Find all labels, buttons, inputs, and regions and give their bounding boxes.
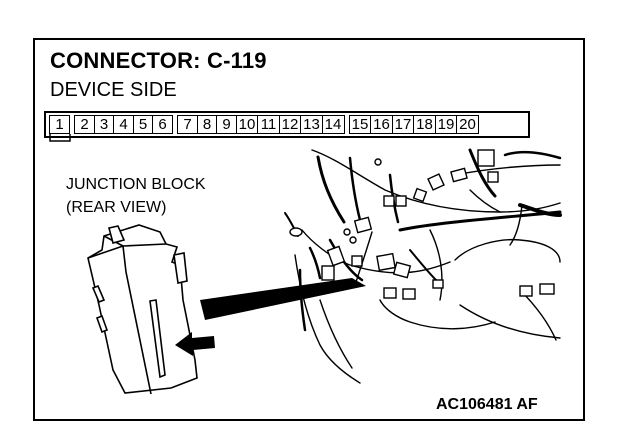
pointer-arrow-icon [175, 332, 215, 356]
connector-pin-12: 12 [278, 115, 302, 134]
leader-wedge [200, 278, 366, 320]
connector-pin-19: 19 [434, 115, 458, 134]
connector-key-tab [49, 134, 71, 142]
junction-block-illustration [87, 224, 198, 395]
figure-code: AC106481 AF [436, 396, 538, 413]
connector-pin-15: 15 [348, 115, 372, 134]
wiring-connectors [289, 149, 555, 300]
connector-subtitle: DEVICE SIDE [50, 79, 177, 101]
connector-strip [44, 111, 530, 138]
connector-title: CONNECTOR: C-119 [50, 48, 267, 73]
connector-pin-16: 16 [370, 115, 393, 134]
connector-pin-1: 1 [49, 115, 70, 134]
connector-pin-11: 11 [257, 115, 280, 134]
connector-pin-20: 20 [456, 115, 479, 134]
connector-pin-6: 6 [152, 115, 173, 134]
diagram-frame [33, 38, 585, 421]
junction-block-view-label: (REAR VIEW) [66, 199, 167, 216]
connector-pin-14: 14 [321, 115, 345, 134]
connector-pin-13: 13 [300, 115, 323, 134]
junction-block-label: JUNCTION BLOCK [66, 176, 206, 193]
